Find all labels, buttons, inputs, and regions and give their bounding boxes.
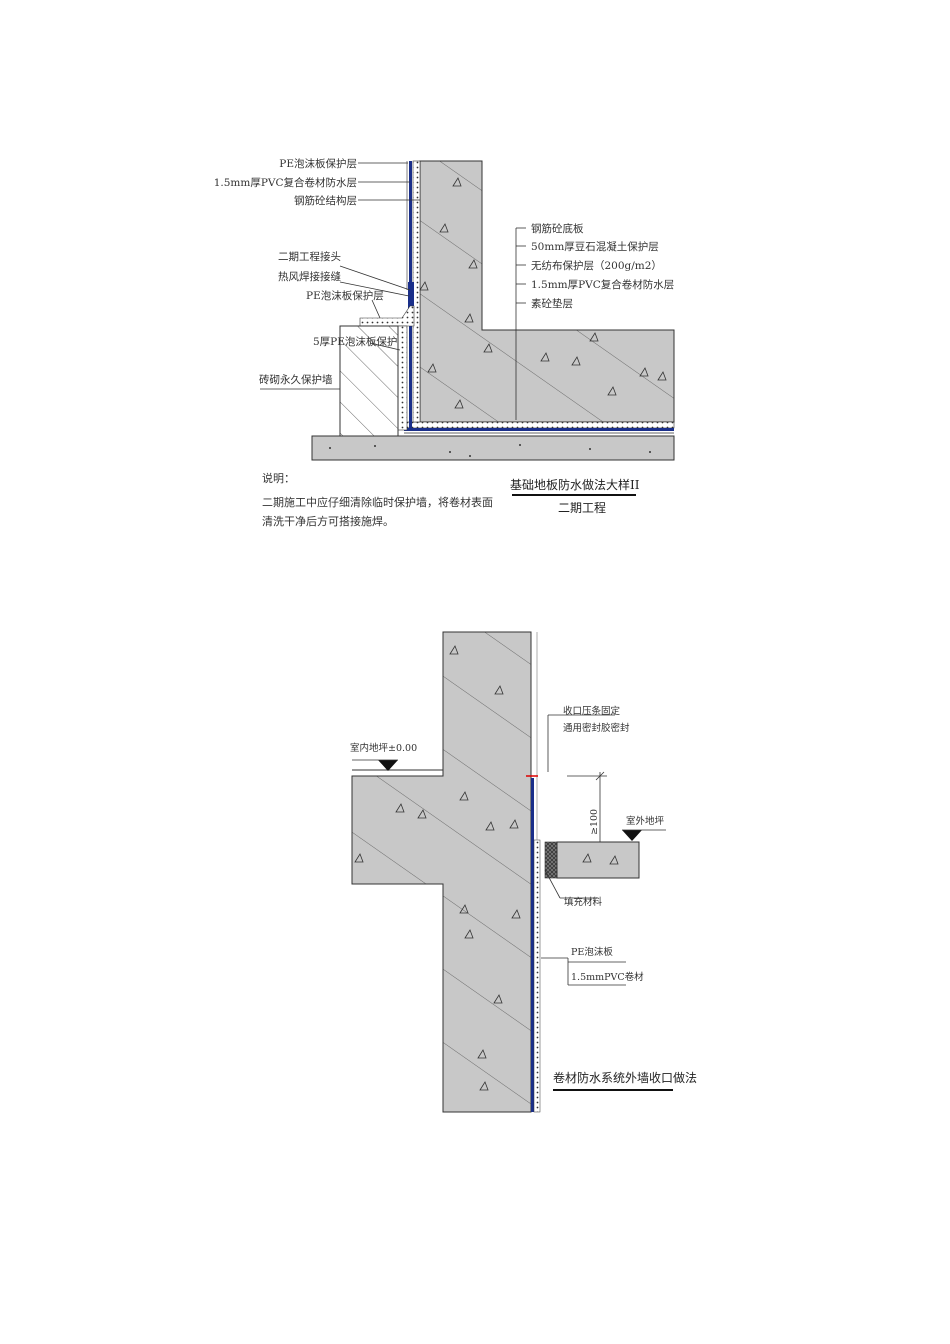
label-outdoor-level: 室外地坪	[626, 815, 665, 827]
pe-protective-layer-bottom	[403, 421, 675, 429]
label-pe-5mm: 5厚PE泡沫板保护	[313, 335, 397, 348]
label-non-woven: 无纺布保护层（200g/m2）	[531, 259, 662, 272]
leaders-right	[515, 227, 526, 420]
rc-structure	[419, 160, 675, 423]
leaders-left	[260, 162, 420, 390]
pe-foam-5mm	[397, 325, 408, 431]
label-pea-gravel: 50mm厚豆石混凝土保护层	[531, 240, 659, 253]
label-pvc-membrane-left: 1.5mm厚PVC复合卷材防水层	[214, 176, 357, 189]
label-dimension: ≥100	[589, 809, 600, 835]
label-pvc-membrane-right: 1.5mm厚PVC复合卷材防水层	[531, 278, 674, 291]
outdoor-ground-slab	[556, 841, 640, 879]
label-filler: 填充材料	[564, 896, 603, 908]
label-pe-board: PE泡沫板	[571, 946, 613, 958]
indoor-level-marker	[378, 760, 398, 771]
aggregate-marks-2	[354, 645, 619, 1091]
pvc-membrane-bottom	[404, 428, 674, 431]
plain-concrete-cushion	[311, 435, 675, 461]
label-pvc: 1.5mmPVC卷材	[571, 971, 644, 983]
diagram1-subtitle: 二期工程	[558, 500, 606, 515]
label-sealant: 通用密封胶密封	[563, 722, 630, 734]
label-brick-wall: 砖砌永久保护墙	[259, 373, 333, 386]
pe-foam-board	[533, 839, 541, 1113]
note-title: 说明：	[262, 471, 295, 485]
pvc-membrane	[531, 778, 534, 1112]
leaders-2	[541, 714, 626, 986]
label-cushion: 素砼垫层	[531, 297, 573, 310]
aggregate-dots	[329, 444, 651, 457]
diagram2-title: 卷材防水系统外墙收口做法	[553, 1070, 697, 1085]
diagram1-title: 基础地板防水做法大样II	[510, 477, 640, 492]
label-hot-air-weld: 热风焊接接缝	[278, 270, 341, 283]
label-rc-slab: 钢筋砼底板	[531, 222, 584, 235]
outdoor-level-marker	[622, 830, 642, 841]
note-line-1: 二期施工中应仔细清除临时保护墙，将卷材表面	[262, 495, 493, 509]
label-seal-strip: 收口压条固定	[563, 705, 621, 717]
aggregate-marks	[419, 177, 667, 409]
pe-board-ledge	[359, 305, 415, 327]
label-pe-protect-mid: PE泡沫板保护层	[306, 289, 384, 302]
rc-wall-slab	[351, 631, 532, 1113]
diagram-foundation-slab: PE泡沫板保护层 1.5mm厚PVC复合卷材防水层 钢筋砼结构层 二期工程接头 …	[214, 157, 675, 528]
label-phase2-joint: 二期工程接头	[278, 250, 341, 263]
brick-permanent-wall	[339, 325, 399, 437]
diagram-wall-termination: ≥100 室内地坪±0.00 收口压条固定 通用密封胶密封 室外地坪 填充材料 …	[350, 631, 697, 1113]
note-line-2: 清洗干净后方可搭接施焊。	[262, 514, 394, 528]
label-pe-protect-top: PE泡沫板保护层	[279, 157, 357, 170]
dimension-line	[567, 771, 607, 842]
label-rc-structure: 钢筋砼结构层	[294, 194, 357, 207]
label-indoor-level: 室内地坪±0.00	[350, 742, 417, 754]
